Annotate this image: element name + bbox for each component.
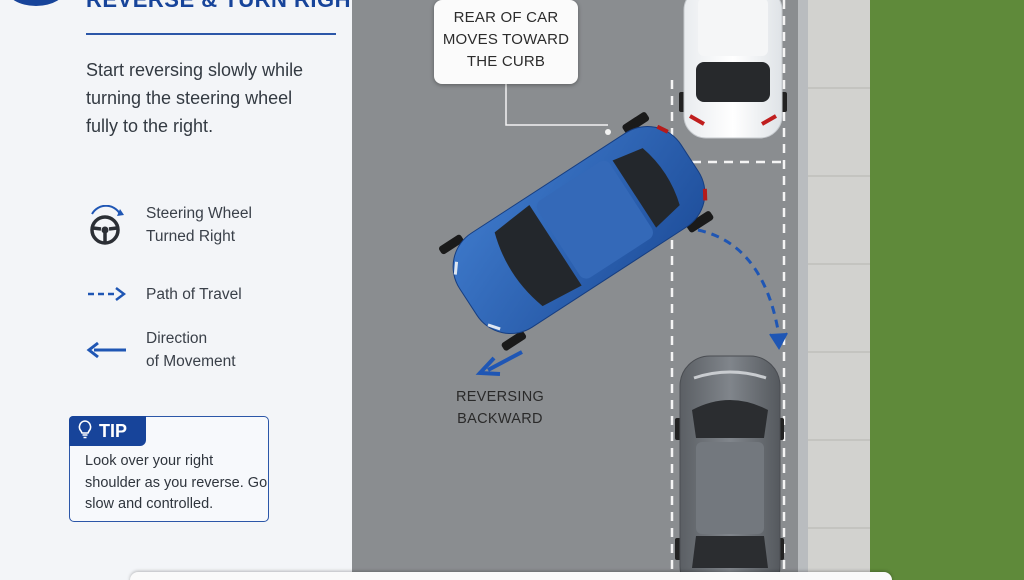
curb (798, 0, 808, 580)
solid-arrow-icon (86, 330, 126, 370)
travel-path-arrow (697, 228, 780, 331)
callout-line: REAR OF CAR (453, 9, 559, 26)
lightbulb-icon (77, 419, 93, 444)
parking-scene: REAR OF CAR MOVES TOWARD THE CURB REVERS… (352, 0, 1024, 580)
direction-arrow (487, 350, 523, 372)
legend-label-line: Steering Wheel (146, 205, 252, 222)
sidewalk (808, 0, 870, 580)
travel-path-arrowhead (769, 332, 788, 350)
title-divider (86, 33, 336, 35)
legend-label-line: Direction (146, 330, 208, 347)
callout-pointer (505, 84, 608, 126)
reversing-label: REVERSING BACKWARD (450, 386, 550, 430)
legend-item-direction: Direction of Movement (86, 327, 296, 373)
reversing-car-blue (439, 112, 714, 351)
parked-car-gray (675, 355, 784, 580)
sidewalk-joints (808, 87, 870, 529)
scene-illustration (352, 0, 1024, 580)
tip-label: TIP (99, 420, 128, 441)
instruction-panel: REVERSE & TURN RIGHT Start reversing slo… (0, 0, 364, 580)
tip-text: Look over your right shoulder as you rev… (85, 453, 268, 512)
tip-box: TIP Look over your right shoulder as you… (69, 416, 269, 522)
legend-label-line: of Movement (146, 353, 236, 370)
legend-item-path: Path of Travel (86, 274, 296, 314)
tip-badge: TIP (69, 416, 146, 446)
direction-arrowhead (475, 356, 501, 376)
bottom-panel (130, 572, 892, 580)
callout-line: MOVES TOWARD (442, 31, 570, 48)
step-instruction: Start reversing slowly while turning the… (86, 60, 304, 136)
steering-wheel-icon (86, 205, 126, 245)
reversing-label-line: REVERSING (455, 389, 545, 405)
legend-label-line: Path of Travel (146, 285, 242, 303)
dashed-arrow-icon (86, 274, 126, 314)
legend-item-steering: Steering Wheel Turned Right (86, 202, 296, 248)
parked-car-white (679, 0, 787, 139)
step-badge (6, 0, 66, 6)
reversing-label-line: BACKWARD (457, 411, 543, 427)
curb-callout: REAR OF CAR MOVES TOWARD THE CURB (434, 0, 578, 84)
grass (870, 0, 1024, 580)
legend-label-line: Turned Right (146, 228, 236, 245)
callout-pointer-dot (605, 129, 611, 135)
callout-line: THE CURB (466, 53, 546, 70)
step-title: REVERSE & TURN RIGHT (86, 0, 365, 13)
